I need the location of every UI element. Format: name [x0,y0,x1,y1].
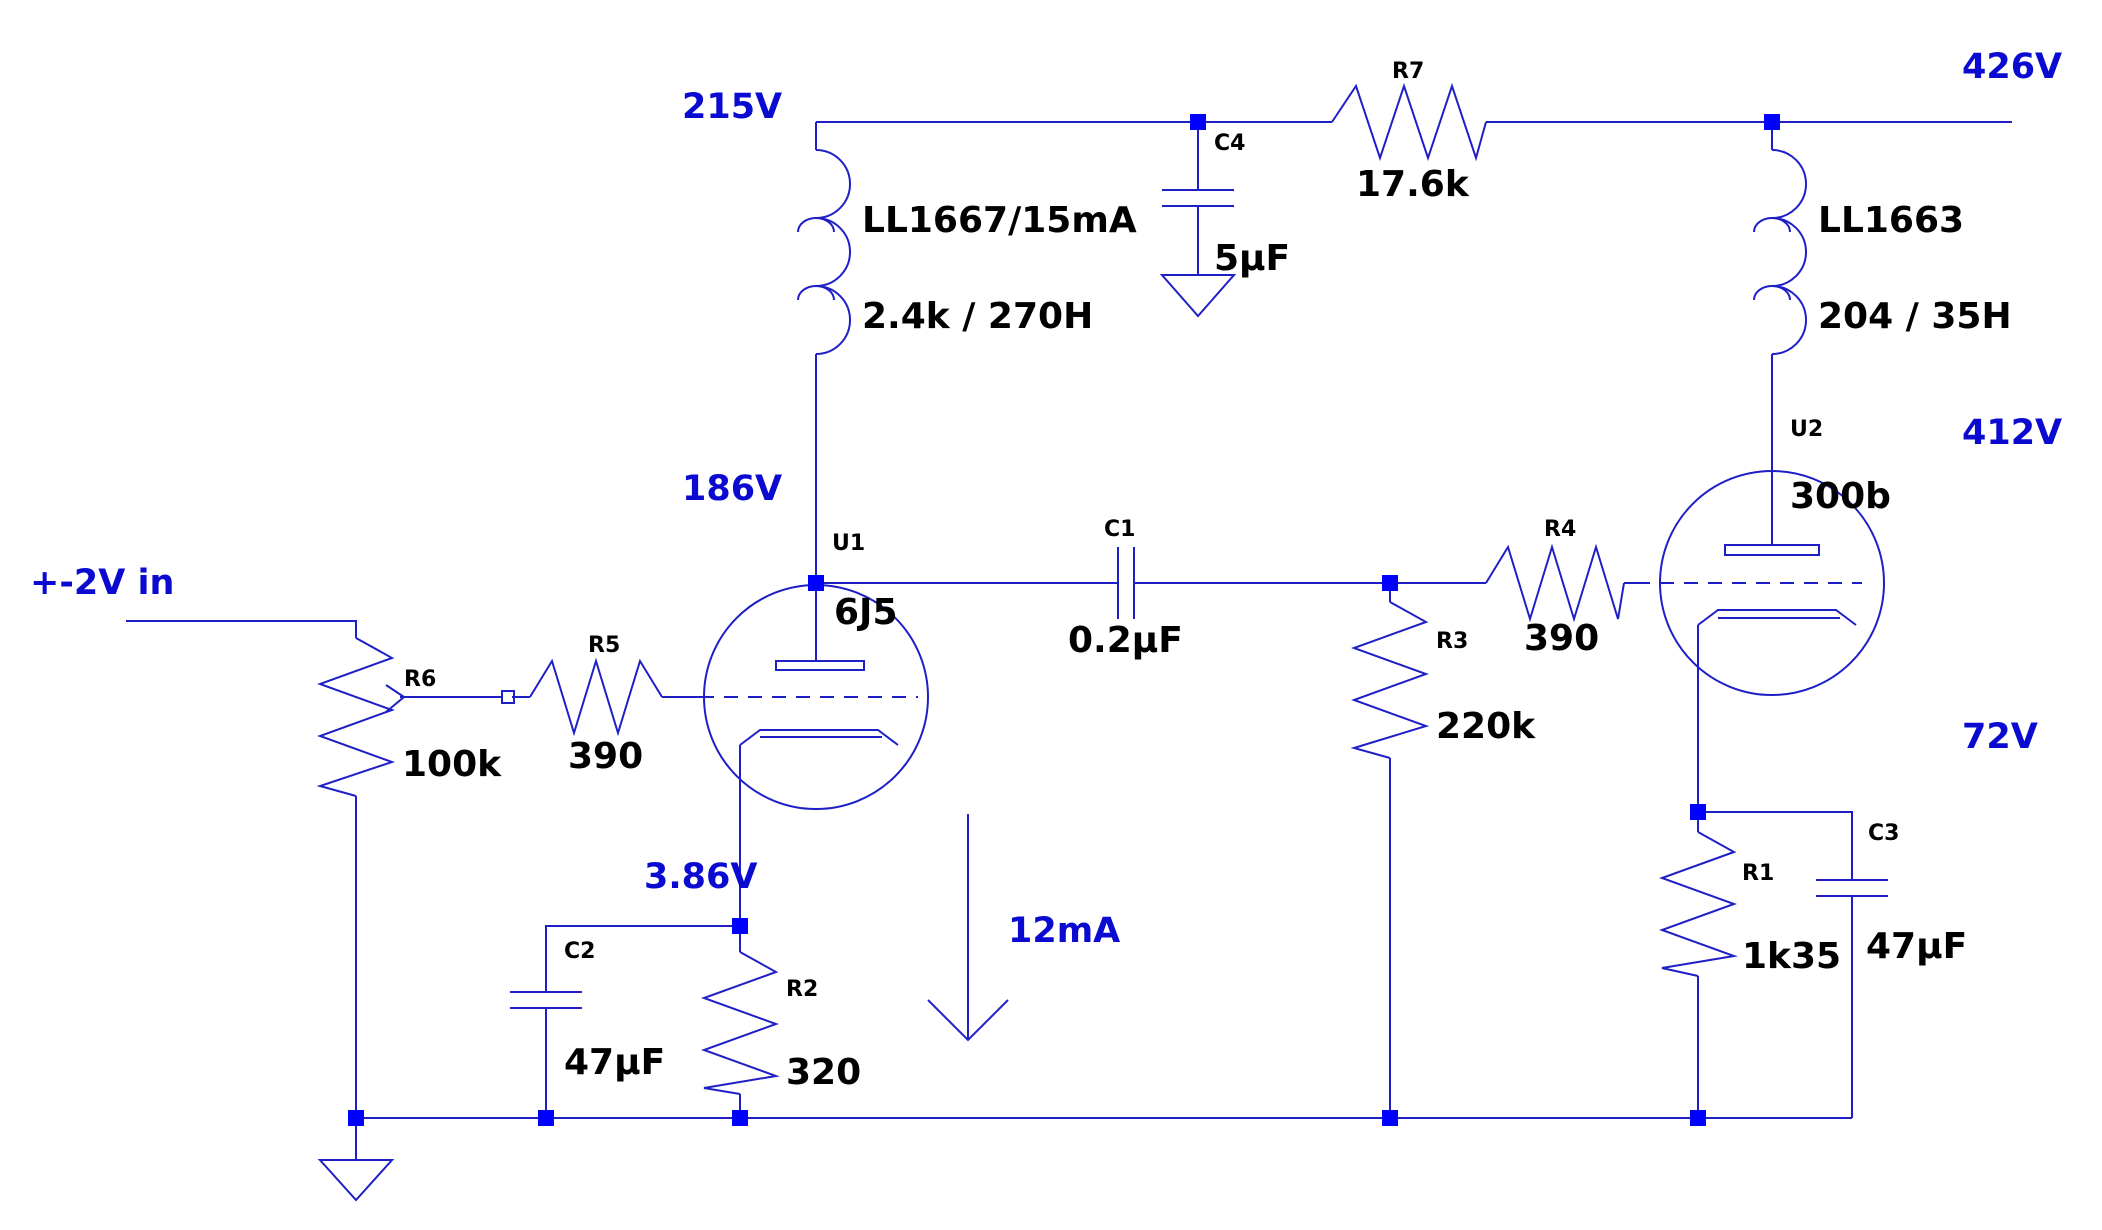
capacitors [510,189,1888,1009]
r6-wiper-pin [501,690,515,704]
r2-symbol[interactable] [701,951,780,1095]
c4-value: 5µF [1214,238,1290,279]
c2-ref: C2 [564,939,595,964]
tube-u1[interactable] [700,583,929,810]
r6-wiper-arrow [385,684,406,713]
c1-symbol[interactable] [1117,547,1135,619]
node-dot [808,575,824,591]
l2-value: 204 / 35H [1818,296,2012,337]
node-dot [1690,804,1706,820]
node-dot [1190,114,1206,130]
tube-u2[interactable] [1636,470,1885,696]
u1-value: 6J5 [834,592,898,633]
c2-symbol[interactable] [510,991,582,1009]
c3-value: 47µF [1866,926,1967,967]
current-arrow-icon [927,814,1009,1042]
voltage-426v: 426V [1962,47,2062,87]
c1-ref: C1 [1104,517,1135,542]
resistors [316,82,1738,1095]
c4-symbol[interactable] [1162,189,1234,207]
node-dot [1382,575,1398,591]
node-dot [1764,114,1780,130]
l1-part: LL1667/15mA [862,200,1137,241]
node-dot [1382,1110,1398,1126]
r1-symbol[interactable] [1659,831,1738,977]
l2-part: LL1663 [1818,200,1964,241]
c4-ref: C4 [1214,131,1245,156]
r3-symbol[interactable] [1350,601,1430,759]
c3-ref: C3 [1868,821,1899,846]
node-dot [732,918,748,934]
wires [126,121,2012,1160]
u1-ref: U1 [832,531,865,556]
r6-symbol[interactable] [316,637,396,797]
r2-ref: R2 [786,977,818,1002]
voltage-72v: 72V [1962,717,2038,757]
u2-ref: U2 [1790,417,1823,442]
voltage-215v: 215V [682,87,782,127]
r2-value: 320 [786,1052,861,1093]
l2-symbol[interactable] [1753,149,1807,355]
wire-c2-top [545,925,740,992]
component-labels: R7 17.6k C4 5µF LL1667/15mA 2.4k / 270H … [402,59,2012,1093]
ground-symbol-main [317,1159,395,1202]
node-dot [1690,1110,1706,1126]
r5-value: 390 [568,736,643,777]
r7-symbol[interactable] [1331,82,1487,162]
voltage-annotations: 215V 426V 412V 186V 72V 3.86V +-2V in 12… [30,47,2062,951]
voltage-3-86v: 3.86V [644,857,757,897]
c1-value: 0.2µF [1068,620,1183,661]
r6-value: 100k [402,744,502,785]
u2-value: 300b [1790,476,1891,517]
current-label: 12mA [1008,911,1120,951]
r5-symbol[interactable] [529,657,663,737]
r7-ref: R7 [1392,59,1424,84]
c3-symbol[interactable] [1816,879,1888,897]
r3-value: 220k [1436,706,1536,747]
l1-value: 2.4k / 270H [862,296,1093,337]
wire-c3-top [1698,811,1853,880]
c2-value: 47µF [564,1042,665,1083]
r1-value: 1k35 [1742,936,1841,977]
wire-input [126,620,357,638]
r4-value: 390 [1524,618,1599,659]
node-dots [348,114,1780,1126]
inductors [797,149,1807,355]
ground-symbol-c4 [1159,274,1237,318]
node-dot [732,1110,748,1126]
node-dot [348,1110,364,1126]
r4-symbol[interactable] [1485,543,1625,623]
voltage-186v: 186V [682,469,782,509]
l1-symbol[interactable] [797,149,851,355]
r5-ref: R5 [588,633,620,658]
node-dot [538,1110,554,1126]
r6-ref: R6 [404,667,436,692]
r1-ref: R1 [1742,861,1774,886]
input-label: +-2V in [30,563,174,603]
r7-value: 17.6k [1356,164,1470,205]
voltage-412v: 412V [1962,413,2062,453]
r4-ref: R4 [1544,517,1576,542]
r3-ref: R3 [1436,629,1468,654]
